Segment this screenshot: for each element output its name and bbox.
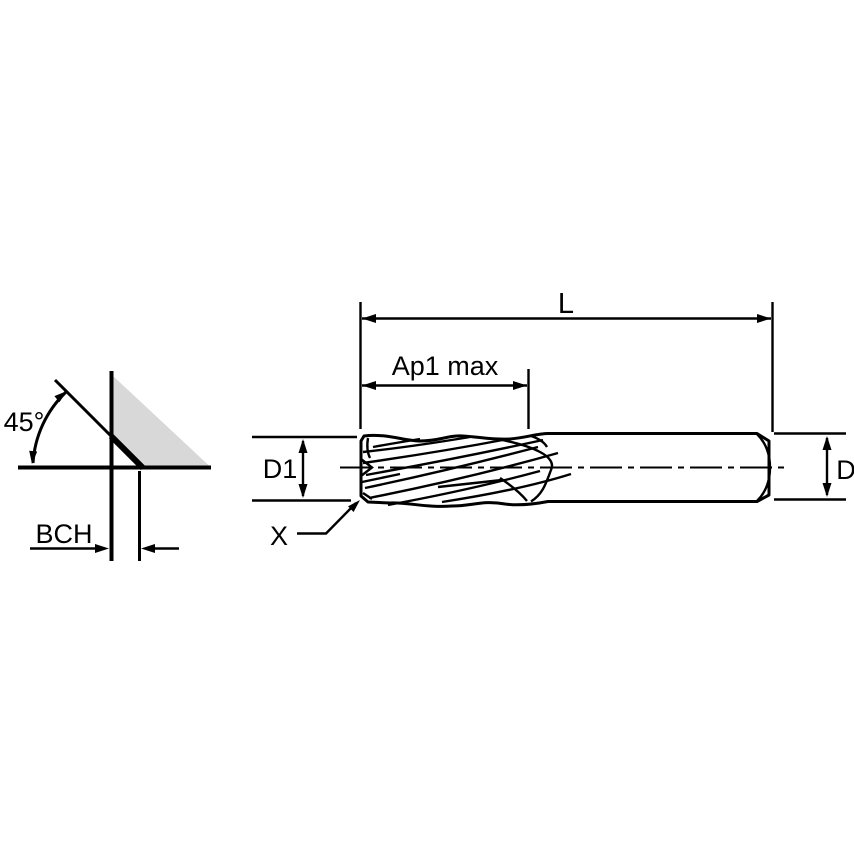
d1-top-arrowhead xyxy=(298,439,308,453)
d-bottom-arrowhead xyxy=(822,483,832,497)
flute-line xyxy=(387,469,541,507)
runout-curve xyxy=(496,437,554,503)
endmill-body xyxy=(359,432,771,508)
flute-runout-curves xyxy=(496,434,554,503)
detail-chamfer-edge-line xyxy=(108,433,146,471)
flute-line xyxy=(372,437,421,449)
callout-corner-chamfer: X xyxy=(270,500,360,551)
angle-label: 45° xyxy=(4,407,45,437)
flute-line xyxy=(362,437,509,465)
runout-curve xyxy=(530,434,549,448)
x-leader-arrowhead xyxy=(348,500,360,512)
runout-curve xyxy=(499,477,528,502)
dimension-cutting-diameter: D1 xyxy=(252,435,357,502)
chamfer-detail-view: 45° BCH xyxy=(4,371,211,561)
endmill-side-view: L Ap1 max D1 D xyxy=(252,288,854,551)
ap1-right-arrowhead xyxy=(513,381,527,390)
angle-arc-top-arrowhead xyxy=(54,391,67,403)
dimension-cutting-depth: Ap1 max xyxy=(362,351,530,429)
end-tooth-edge xyxy=(366,437,372,459)
angle-arc-bottom-arrowhead xyxy=(29,450,38,464)
l-label: L xyxy=(558,288,574,320)
d-top-arrowhead xyxy=(822,436,832,450)
d1-label: D1 xyxy=(263,454,298,484)
dimension-overall-length: L xyxy=(359,288,774,432)
bch-label: BCH xyxy=(35,519,92,549)
end-tooth-notch xyxy=(360,458,374,477)
flute-line xyxy=(437,478,503,489)
x-leader-line xyxy=(297,502,357,535)
chamfer-detail-body-fill xyxy=(113,376,210,467)
end-face-details xyxy=(360,437,401,500)
flute-line xyxy=(368,451,559,500)
ap1-left-arrowhead xyxy=(362,381,376,390)
flute-line xyxy=(362,435,471,454)
flute-helix-lines xyxy=(362,435,572,507)
detail-angle-reference-line xyxy=(53,378,116,441)
ap1-label: Ap1 max xyxy=(392,351,499,381)
d1-bottom-arrowhead xyxy=(298,484,308,498)
end-tooth-corner xyxy=(362,492,373,500)
end-tooth-gash xyxy=(361,472,401,484)
dimension-shank-diameter: D xyxy=(774,432,854,501)
l-right-arrowhead xyxy=(757,314,771,323)
bch-left-arrowhead xyxy=(95,544,109,553)
l-left-arrowhead xyxy=(362,314,376,323)
flute-line xyxy=(364,445,539,490)
d-label: D xyxy=(836,455,854,485)
x-label: X xyxy=(270,521,288,551)
shank-end-chamfer-curve xyxy=(756,433,772,502)
bch-right-arrowhead xyxy=(141,544,155,553)
